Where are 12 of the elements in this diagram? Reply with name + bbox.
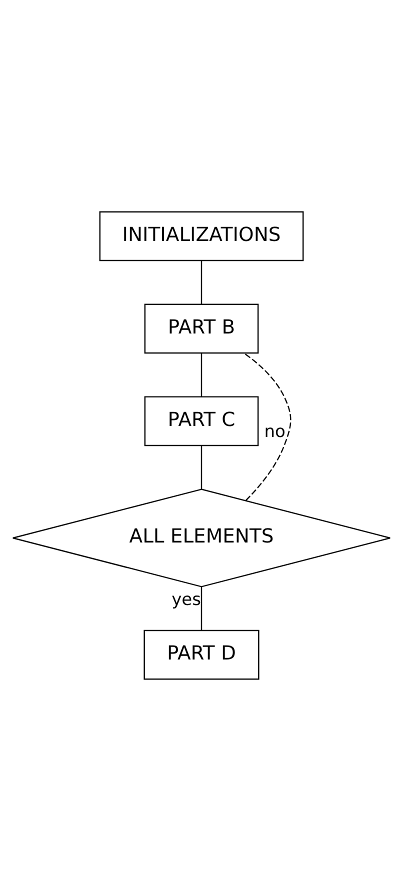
edge-label: yes — [172, 590, 201, 610]
node-diamond: ALL ELEMENTS — [12, 488, 391, 588]
connector — [200, 260, 202, 304]
edge-label: no — [264, 422, 286, 442]
connector — [200, 586, 202, 630]
node-box: PART B — [144, 304, 259, 354]
node-box: PART C — [144, 396, 259, 446]
connector — [200, 446, 202, 490]
node-box: INITIALIZATIONS — [99, 211, 304, 262]
connector — [244, 352, 292, 501]
node-box: PART D — [144, 630, 260, 680]
connector — [200, 353, 202, 397]
